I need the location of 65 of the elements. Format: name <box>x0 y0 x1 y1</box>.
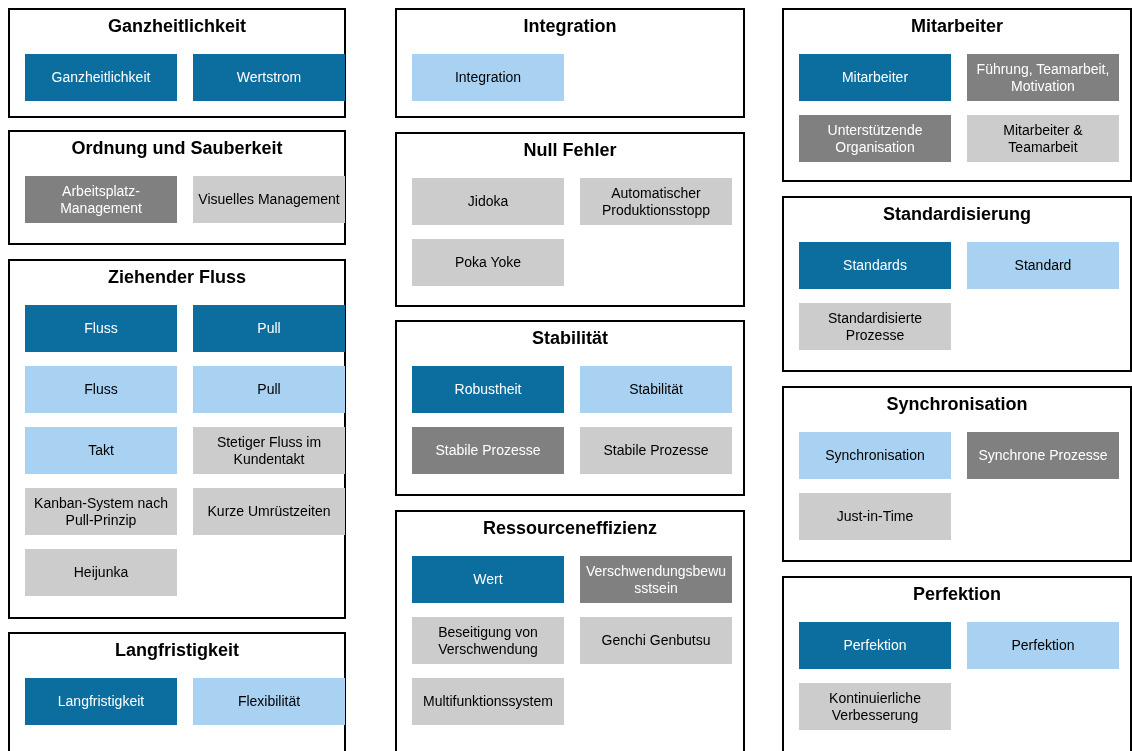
panel-title: Stabilität <box>531 328 609 349</box>
term-box: Perfektion <box>967 622 1119 669</box>
term-box: Just-in-Time <box>799 493 951 540</box>
term-box: Langfristigkeit <box>25 678 177 725</box>
category-panel <box>395 8 745 118</box>
term-box: Kontinuierliche Verbesserung <box>799 683 951 730</box>
category-panel <box>782 8 1132 182</box>
category-panel <box>395 132 745 307</box>
term-box: Führung, Teamarbeit, Motivation <box>967 54 1119 101</box>
term-box: Wert <box>412 556 564 603</box>
term-box: Fluss <box>25 366 177 413</box>
term-box: Stetiger Fluss im Kundentakt <box>193 427 345 474</box>
term-box: Synchrone Prozesse <box>967 432 1119 479</box>
term-box: Jidoka <box>412 178 564 225</box>
panel-title: Perfektion <box>912 584 1002 605</box>
term-box: Ganzheitlichkeit <box>25 54 177 101</box>
panel-title: Null Fehler <box>522 140 618 161</box>
term-box: Integration <box>412 54 564 101</box>
category-panel <box>8 130 346 245</box>
panel-title: Mitarbeiter <box>910 16 1004 37</box>
term-box: Beseitigung von Verschwendung <box>412 617 564 664</box>
term-box: Mitarbeiter & Teamarbeit <box>967 115 1119 162</box>
term-box: Fluss <box>25 305 177 352</box>
term-box: Automatischer Produktionsstopp <box>580 178 732 225</box>
term-box: Stabile Prozesse <box>580 427 732 474</box>
panel-title: Ressourceneffizienz <box>481 518 659 539</box>
panel-title: Langfristigkeit <box>114 640 240 661</box>
panel-title: Ordnung und Sauberkeit <box>70 138 284 159</box>
term-box: Mitarbeiter <box>799 54 951 101</box>
category-panel <box>395 510 745 751</box>
panel-title: Ziehender Fluss <box>106 267 247 288</box>
term-box: Kurze Umrüstzeiten <box>193 488 345 535</box>
term-box: Arbeitsplatz-Management <box>25 176 177 223</box>
term-box: Wertstrom <box>193 54 345 101</box>
term-box: Kanban-System nach Pull-Prinzip <box>25 488 177 535</box>
panel-title: Integration <box>522 16 618 37</box>
term-box: Stabilität <box>580 366 732 413</box>
term-box: Standards <box>799 242 951 289</box>
term-box: Poka Yoke <box>412 239 564 286</box>
panel-title: Standardisierung <box>882 204 1032 225</box>
category-panel <box>782 196 1132 372</box>
panel-title: Ganzheitlichkeit <box>106 16 247 37</box>
term-box: Stabile Prozesse <box>412 427 564 474</box>
term-box: Multifunktionssystem <box>412 678 564 725</box>
category-panel <box>782 386 1132 562</box>
category-panel <box>8 8 346 118</box>
term-box: Heijunka <box>25 549 177 596</box>
term-box: Takt <box>25 427 177 474</box>
term-box: Visuelles Management <box>193 176 345 223</box>
category-panel <box>8 259 346 619</box>
term-box: Synchronisation <box>799 432 951 479</box>
term-box: Unterstützende Organisation <box>799 115 951 162</box>
category-panel <box>782 576 1132 751</box>
category-panel <box>8 632 346 751</box>
term-box: Pull <box>193 366 345 413</box>
term-box: Perfektion <box>799 622 951 669</box>
term-box: Standardisierte Prozesse <box>799 303 951 350</box>
term-box: Pull <box>193 305 345 352</box>
term-box: Standard <box>967 242 1119 289</box>
category-panel <box>395 320 745 496</box>
term-box: Genchi Genbutsu <box>580 617 732 664</box>
term-box: Flexibilität <box>193 678 345 725</box>
term-box: Robustheit <box>412 366 564 413</box>
term-box: Verschwendungsbewusstsein <box>580 556 732 603</box>
panel-title: Synchronisation <box>885 394 1029 415</box>
